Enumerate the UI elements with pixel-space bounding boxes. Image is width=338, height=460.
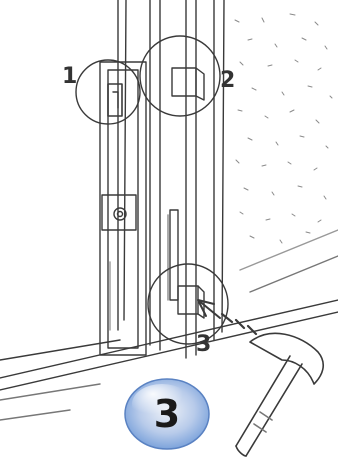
callout-circle-2 [140,36,220,116]
arrow-shape [198,300,220,318]
callout-label-1: 1 [62,66,77,88]
step-number-label: 3 [154,392,180,436]
wall-texture [235,14,332,243]
callout-label-2: 2 [220,70,235,92]
callout-label-3: 3 [196,334,211,356]
step-number-badge: 3 [122,376,212,452]
hammer-shape [236,333,323,456]
